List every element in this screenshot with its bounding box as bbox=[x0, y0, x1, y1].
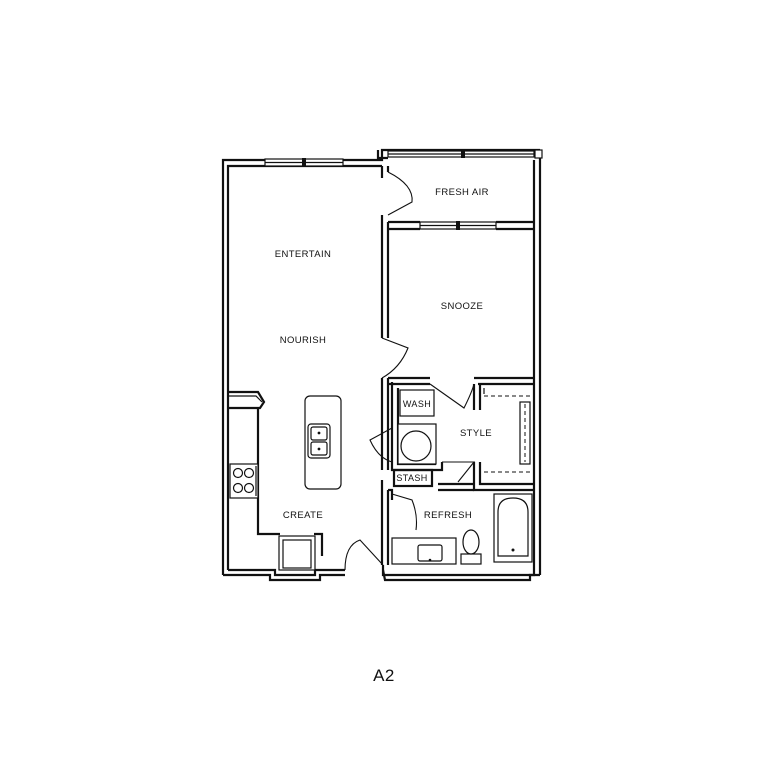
windows bbox=[264, 150, 535, 230]
closet-shelving bbox=[483, 388, 531, 473]
room-label-refresh: REFRESH bbox=[424, 510, 472, 521]
bathtub bbox=[493, 493, 533, 563]
room-label-stash: STASH bbox=[396, 473, 427, 483]
toilet bbox=[460, 529, 482, 565]
room-label-wash: WASH bbox=[403, 399, 431, 409]
room-label-create: CREATE bbox=[283, 510, 323, 521]
unit-name: A2 bbox=[373, 666, 395, 685]
kitchen-island bbox=[304, 395, 342, 490]
interior-walls bbox=[228, 166, 534, 565]
doors bbox=[344, 171, 476, 571]
stove bbox=[229, 463, 259, 499]
refrigerator bbox=[278, 535, 316, 571]
bath-vanity bbox=[391, 537, 457, 565]
dryer bbox=[397, 423, 437, 465]
room-label-snooze: SNOOZE bbox=[441, 301, 484, 312]
room-label-nourish: NOURISH bbox=[280, 335, 327, 346]
room-label-entertain: ENTERTAIN bbox=[275, 249, 332, 260]
washer bbox=[399, 389, 435, 417]
room-label-fresh-air: FRESH AIR bbox=[435, 187, 489, 198]
balcony bbox=[376, 149, 543, 231]
room-label-style: STYLE bbox=[460, 428, 492, 439]
